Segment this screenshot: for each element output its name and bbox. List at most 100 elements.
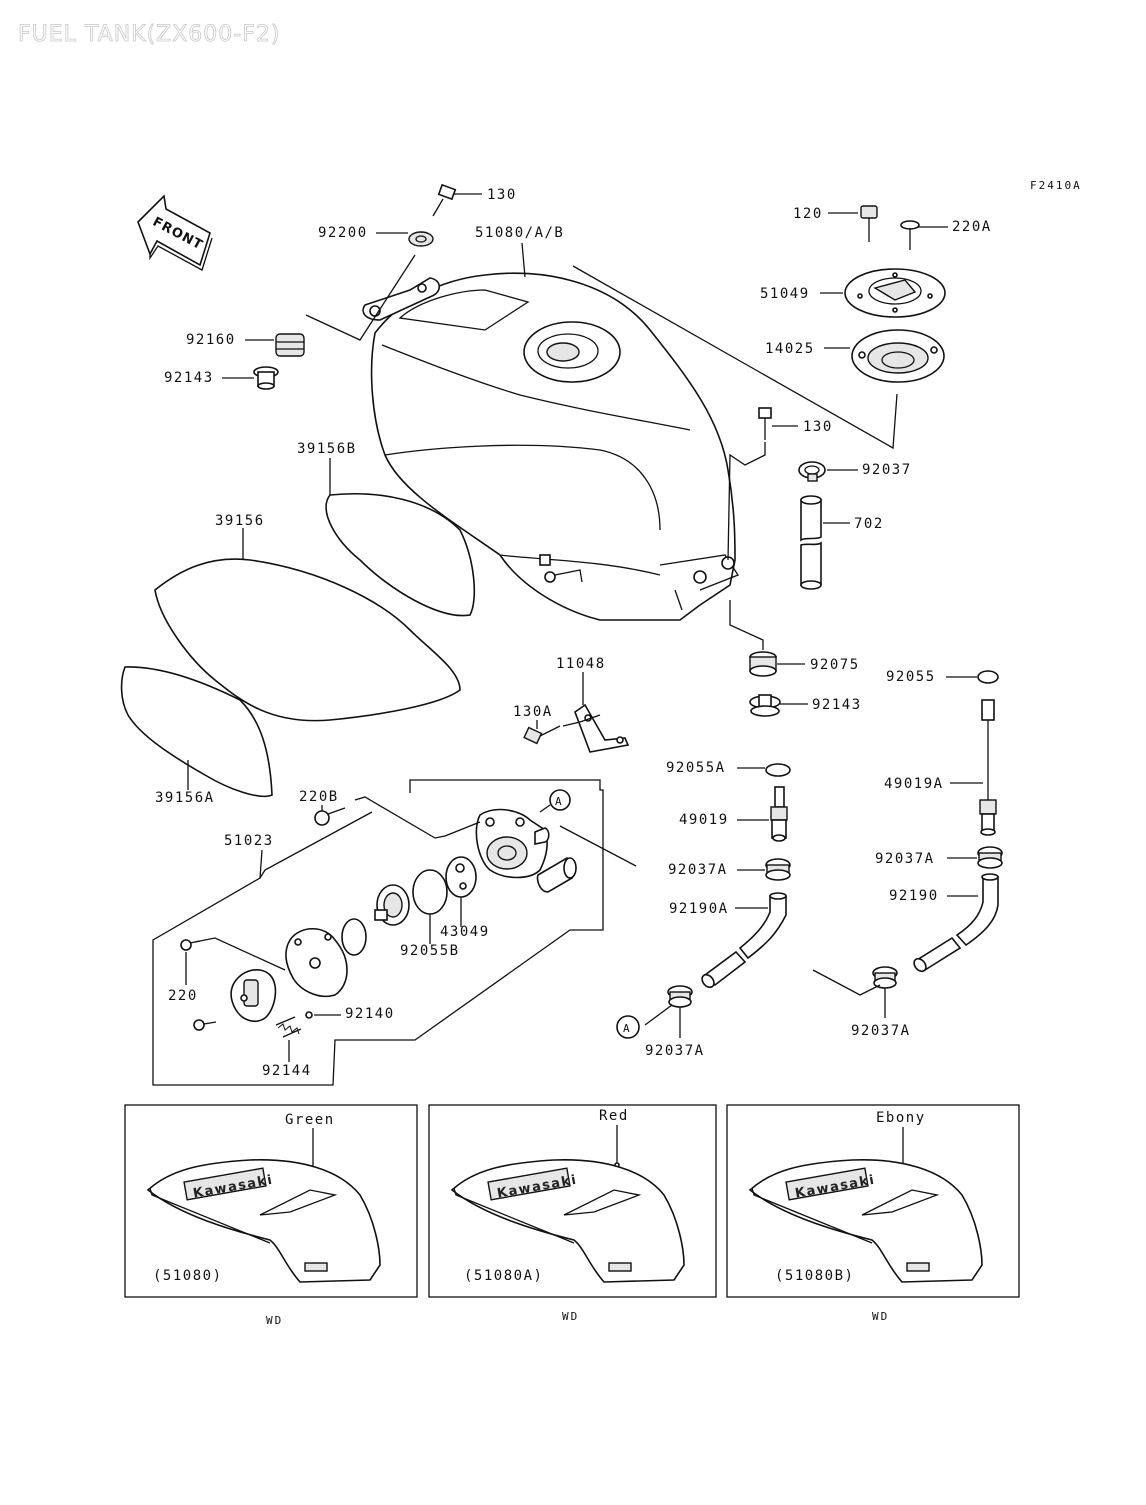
variant-color-ebony: Ebony bbox=[876, 1110, 926, 1126]
label-130-top: 130 bbox=[487, 187, 517, 203]
screw-lower[interactable] bbox=[193, 1019, 217, 1031]
variant-color-green: Green bbox=[285, 1112, 335, 1128]
damper-92075[interactable] bbox=[749, 651, 777, 677]
clamp-92037a-d[interactable] bbox=[872, 966, 898, 989]
label-14025: 14025 bbox=[765, 341, 815, 357]
fuel-cock-body[interactable] bbox=[475, 808, 577, 893]
label-92190a: 92190A bbox=[669, 901, 729, 917]
pad-39156a[interactable] bbox=[120, 666, 273, 798]
pad-39156b[interactable] bbox=[325, 492, 476, 617]
valve-plate[interactable] bbox=[374, 884, 410, 926]
oring-small[interactable] bbox=[341, 918, 367, 956]
figure-code: F2410A bbox=[1030, 179, 1082, 192]
clamp-92037[interactable] bbox=[798, 461, 826, 482]
label-92037a-a: 92037A bbox=[668, 862, 728, 878]
front-arrow-icon: FRONT bbox=[137, 194, 213, 271]
hose-92190a[interactable] bbox=[700, 892, 787, 990]
label-11048: 11048 bbox=[556, 656, 606, 672]
oring-92055b[interactable] bbox=[412, 869, 448, 915]
label-92144: 92144 bbox=[262, 1063, 312, 1079]
cap-base-14025[interactable] bbox=[851, 329, 945, 383]
bolt-220a[interactable] bbox=[900, 220, 920, 250]
label-49019a: 49019A bbox=[884, 776, 944, 792]
label-220: 220 bbox=[168, 988, 198, 1004]
label-92055: 92055 bbox=[886, 669, 936, 685]
label-92143-mid: 92143 bbox=[812, 697, 862, 713]
label-92075: 92075 bbox=[810, 657, 860, 673]
bolt-130-top[interactable] bbox=[432, 183, 482, 217]
ball-92140[interactable] bbox=[305, 1011, 313, 1019]
clamp-92037a-a[interactable] bbox=[765, 858, 791, 881]
bracket-hole bbox=[417, 283, 427, 293]
label-92190: 92190 bbox=[889, 888, 939, 904]
label-92143-top: 92143 bbox=[164, 370, 214, 386]
cock-cover-plate[interactable] bbox=[285, 927, 348, 997]
label-92037a-d: 92037A bbox=[851, 1023, 911, 1039]
variant-part-green: (51080) bbox=[153, 1268, 223, 1284]
label-92037: 92037 bbox=[862, 462, 912, 478]
grommet-92160[interactable] bbox=[275, 333, 305, 357]
label-39156: 39156 bbox=[215, 513, 265, 529]
collar-92143-mid[interactable] bbox=[749, 694, 781, 717]
variant-color-red: Red bbox=[599, 1108, 629, 1124]
label-120: 120 bbox=[793, 206, 823, 222]
bolt-130-mid[interactable] bbox=[758, 407, 772, 440]
oring-92055[interactable] bbox=[977, 670, 999, 684]
pipe-49019[interactable] bbox=[770, 786, 788, 842]
variant-code-red: WD bbox=[562, 1310, 579, 1323]
label-92055b: 92055B bbox=[400, 943, 460, 959]
label-92055a: 92055A bbox=[666, 760, 726, 776]
label-51023: 51023 bbox=[224, 833, 274, 849]
variant-code-ebony: WD bbox=[872, 1310, 889, 1323]
pad-39156[interactable] bbox=[154, 558, 461, 722]
variant-panel-green[interactable]: Green Kawasaki (51080) bbox=[124, 1104, 418, 1298]
label-39156b: 39156B bbox=[297, 441, 357, 457]
clamp-92037a-c[interactable] bbox=[667, 985, 693, 1008]
callout-a-label-2: A bbox=[623, 1022, 632, 1035]
variant-panel-ebony[interactable]: Ebony Kawasaki (51080B) bbox=[726, 1104, 1020, 1298]
oring-92055a[interactable] bbox=[765, 763, 791, 777]
bolt-120[interactable] bbox=[860, 205, 878, 242]
clamp-92037a-b[interactable] bbox=[977, 846, 1003, 869]
pipe-49019a[interactable] bbox=[979, 699, 997, 836]
bolt-130a[interactable] bbox=[523, 725, 561, 745]
label-92160: 92160 bbox=[186, 332, 236, 348]
bracket-11048[interactable] bbox=[574, 703, 630, 753]
variant-code-green: WD bbox=[266, 1314, 283, 1327]
label-130a: 130A bbox=[513, 704, 553, 720]
label-702: 702 bbox=[854, 516, 884, 532]
label-39156a: 39156A bbox=[155, 790, 215, 806]
collar-92143-top[interactable] bbox=[253, 366, 279, 390]
fuel-cap-51049[interactable] bbox=[844, 268, 946, 318]
gasket-43049[interactable] bbox=[445, 856, 477, 898]
fuel-tank-51080[interactable] bbox=[370, 272, 739, 621]
callout-a-label: A bbox=[555, 795, 564, 808]
label-220a: 220A bbox=[952, 219, 992, 235]
label-220b: 220B bbox=[299, 789, 339, 805]
fuel-cock-outline bbox=[152, 779, 604, 1086]
label-92140: 92140 bbox=[345, 1006, 395, 1022]
variant-part-red: (51080A) bbox=[464, 1268, 543, 1284]
callout-a-clamp bbox=[616, 1015, 640, 1039]
screw-220[interactable] bbox=[180, 939, 201, 951]
variant-part-ebony: (51080B) bbox=[775, 1268, 854, 1284]
label-92200: 92200 bbox=[318, 225, 368, 241]
label-43049: 43049 bbox=[440, 924, 490, 940]
label-51080ab: 51080/A/B bbox=[475, 225, 564, 241]
fuel-lever-knob[interactable] bbox=[230, 969, 277, 1022]
label-130-mid: 130 bbox=[803, 419, 833, 435]
label-49019: 49019 bbox=[679, 812, 729, 828]
washer-92200[interactable] bbox=[408, 231, 434, 247]
hose-702[interactable] bbox=[800, 495, 822, 590]
bolt-220b[interactable] bbox=[314, 807, 346, 826]
page-title: FUEL TANK(ZX600-F2) bbox=[18, 22, 281, 48]
hose-92190[interactable] bbox=[912, 873, 999, 974]
variant-panel-red[interactable]: Red Kawasaki (51080A) bbox=[428, 1104, 717, 1298]
callout-a-fuel-cock bbox=[549, 789, 571, 811]
label-92037a-c: 92037A bbox=[645, 1043, 705, 1059]
label-92037a-b: 92037A bbox=[875, 851, 935, 867]
spring-92144[interactable] bbox=[275, 1016, 302, 1038]
label-51049: 51049 bbox=[760, 286, 810, 302]
